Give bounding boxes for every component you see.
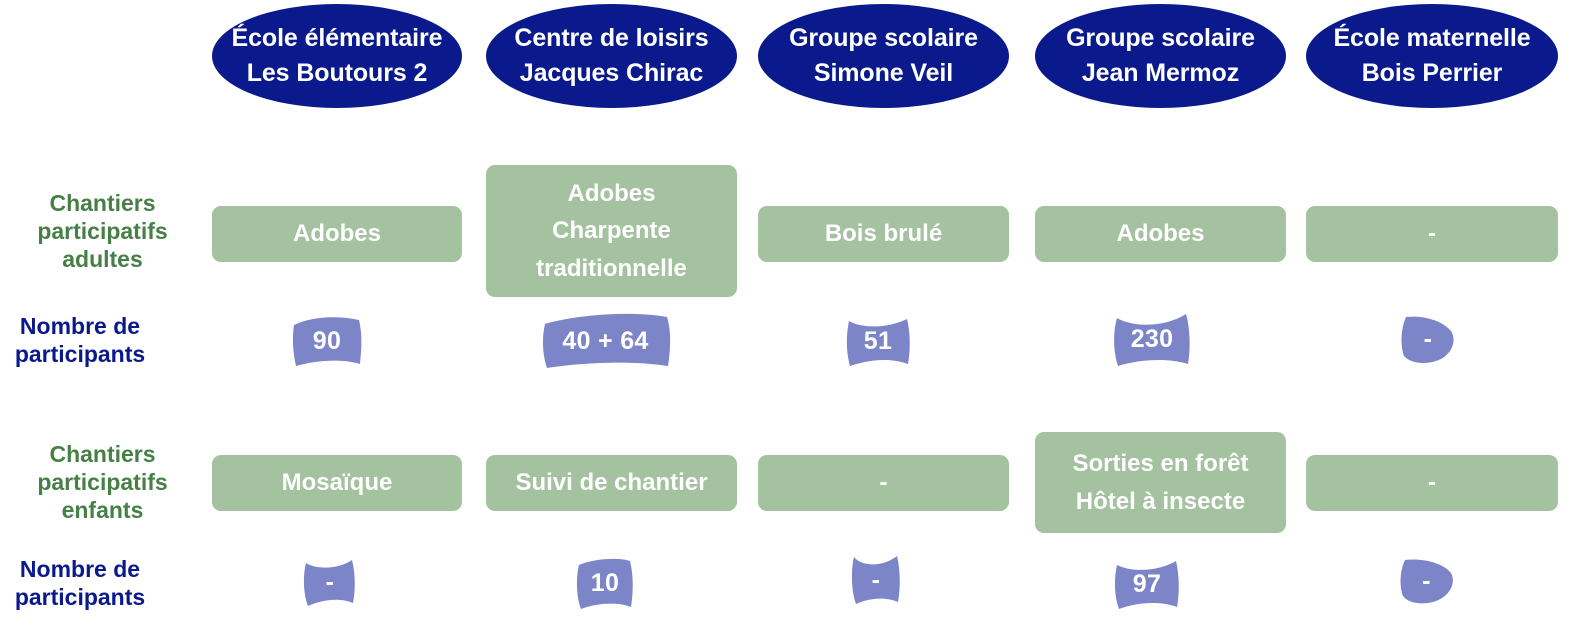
column-header-line1: Centre de loisirs: [514, 23, 709, 52]
activity-label: Bois brulé: [824, 220, 943, 248]
activity-label: Hôtel à insecte: [1075, 487, 1246, 515]
badge-blob-shape: [851, 556, 900, 604]
badge-blob-shape: [1114, 561, 1179, 609]
badge-blob-shape: [1114, 314, 1190, 366]
participant-badge-adults-col5: -: [1400, 314, 1456, 364]
column-header-line1: École maternelle: [1333, 23, 1531, 52]
column-header-line2: Bois Perrier: [1361, 59, 1503, 87]
activity-cell-children-col4: Sorties en forêt Hôtel à insecte: [1035, 432, 1286, 533]
activity-cell-children-col1: Mosaïque: [212, 455, 462, 511]
activity-cell-adults-col3: Bois brulé: [758, 206, 1009, 262]
activity-label: Suivi de chantier: [515, 469, 708, 497]
activity-cell-children-col3: -: [758, 455, 1009, 511]
row-label-adults-line3: adultes: [62, 246, 143, 273]
activity-cell-children-col2: Suivi de chantier: [486, 455, 737, 511]
row-label-children: Chantiers participatifs enfants: [0, 440, 205, 524]
badge-blob-shape: [1400, 559, 1453, 604]
column-header-pill-1: École élémentaire Les Boutours 2: [212, 4, 462, 108]
participants-label-line1: Nombre de: [19, 556, 141, 582]
badge-blob-shape: [1401, 316, 1454, 364]
activity-label: -: [1428, 220, 1436, 248]
activity-label: -: [879, 469, 888, 497]
row-label-adults-line1: Chantiers: [49, 190, 156, 216]
badge-blob-shape: [846, 319, 910, 366]
participants-label-line1: Nombre de: [19, 313, 141, 339]
row-label-participants-adults: Nombre de participants: [0, 312, 160, 368]
participant-badge-children-col4: 97: [1113, 558, 1181, 610]
activity-cell-adults-col2: Adobes Charpente traditionnelle: [486, 165, 737, 297]
activity-label: Mosaïque: [281, 469, 393, 497]
column-header-line2: Les Boutours 2: [246, 59, 428, 87]
column-header-line2: Jacques Chirac: [519, 59, 704, 87]
participants-label-line2: participants: [14, 584, 146, 611]
activity-label: Adobes: [567, 180, 656, 208]
activity-cell-adults-col4: Adobes: [1035, 206, 1286, 262]
column-header-pill-5: École maternelle Bois Perrier: [1306, 4, 1558, 108]
badge-blob-shape: [303, 560, 355, 606]
badge-blob-shape: [292, 317, 362, 366]
activity-cell-adults-col1: Adobes: [212, 206, 462, 262]
column-header-pill-4: Groupe scolaire Jean Mermoz: [1035, 4, 1286, 108]
activity-label: Adobes: [292, 220, 381, 248]
column-header-line2: Simone Veil: [813, 59, 954, 87]
row-label-adults: Chantiers participatifs adultes: [0, 189, 205, 273]
row-label-adults-line2: participatifs: [37, 218, 168, 245]
participant-badge-adults-col3: 51: [845, 315, 911, 367]
activity-cell-adults-col5: -: [1306, 206, 1558, 262]
badge-blob-shape: [576, 558, 633, 609]
activity-label: Charpente: [552, 217, 671, 245]
column-header-line2: Jean Mermoz: [1081, 59, 1240, 87]
participant-badge-adults-col1: 90: [291, 315, 363, 367]
column-header-line1: École élémentaire: [231, 23, 443, 52]
participant-badge-children-col5: -: [1398, 558, 1455, 604]
participant-badge-adults-col4: 230: [1112, 311, 1192, 367]
participant-badge-children-col2: 10: [576, 557, 634, 610]
row-label-children-line1: Chantiers: [49, 441, 156, 467]
participant-badge-children-col3: -: [851, 555, 901, 605]
activity-label: Adobes: [1116, 220, 1205, 248]
activity-label: Sorties en forêt: [1072, 450, 1249, 478]
activity-label: -: [1428, 469, 1436, 497]
participant-badge-adults-col2: 40 + 64: [539, 313, 672, 369]
column-header-line1: Groupe scolaire: [789, 23, 978, 52]
participants-label-line2: participants: [14, 341, 146, 368]
row-label-participants-children: Nombre de participants: [0, 555, 160, 611]
column-header-pill-2: Centre de loisirs Jacques Chirac: [486, 4, 737, 108]
badge-blob-shape: [542, 313, 671, 368]
participant-badge-children-col1: -: [303, 557, 357, 607]
activity-label: traditionnelle: [536, 254, 687, 282]
activity-cell-children-col5: -: [1306, 455, 1558, 511]
column-header-line1: Groupe scolaire: [1066, 23, 1255, 52]
row-label-children-line3: enfants: [61, 497, 144, 524]
row-label-children-line2: participatifs: [37, 469, 168, 496]
column-header-pill-3: Groupe scolaire Simone Veil: [758, 4, 1009, 108]
